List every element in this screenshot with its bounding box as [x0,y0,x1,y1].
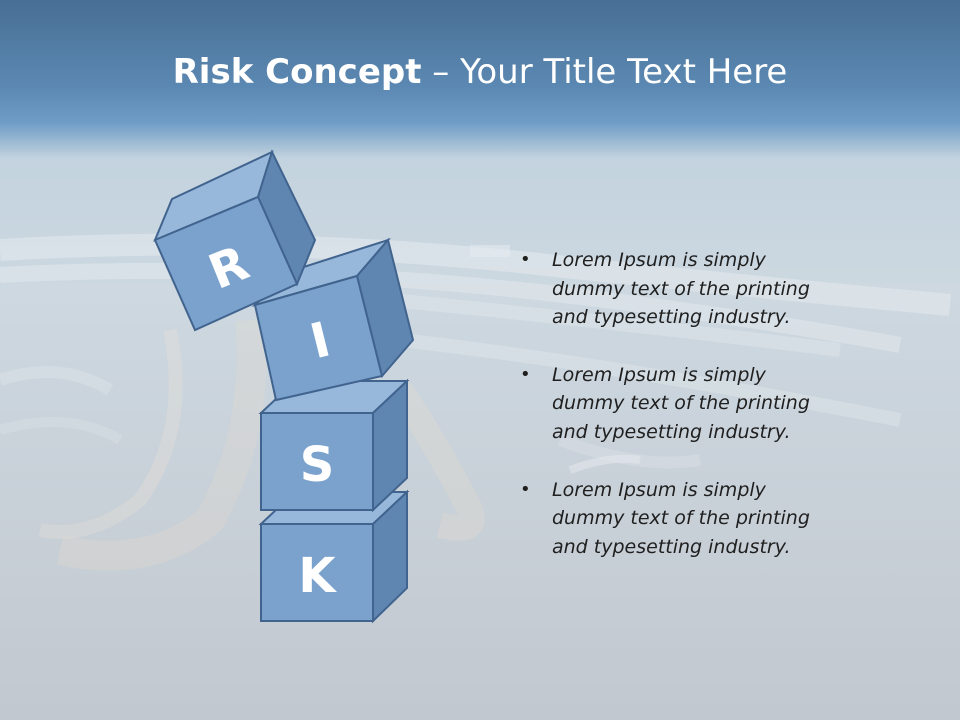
bullet-list: • Lorem Ipsum is simply dummy text of the… [520,246,840,590]
bullet-text: Lorem Ipsum is simply dummy text of the … [552,478,810,558]
bullet-item: • Lorem Ipsum is simply dummy text of the… [520,476,840,562]
bullet-text: Lorem Ipsum is simply dummy text of the … [552,363,810,443]
cube-s: S [258,378,410,513]
bullet-dot-icon: • [520,249,531,270]
bullet-dot-icon: • [520,363,531,385]
cube-k: K [258,489,410,624]
bullet-item: • Lorem Ipsum is simply dummy text of the… [520,246,840,332]
slide-title: Risk Concept – Your Title Text Here [0,52,960,92]
cube-r: R [153,149,317,332]
bullet-dot-icon: • [520,478,531,500]
cube-letter-k: K [298,548,337,604]
title-rest: – Your Title Text Here [421,52,788,92]
cube-letter-s: S [300,437,335,493]
bullet-text: Lorem Ipsum is simply dummy text of the … [552,249,810,329]
bullet-item: • Lorem Ipsum is simply dummy text of the… [520,361,840,447]
title-strong: Risk Concept [172,52,422,92]
cube-i: I [251,237,415,402]
